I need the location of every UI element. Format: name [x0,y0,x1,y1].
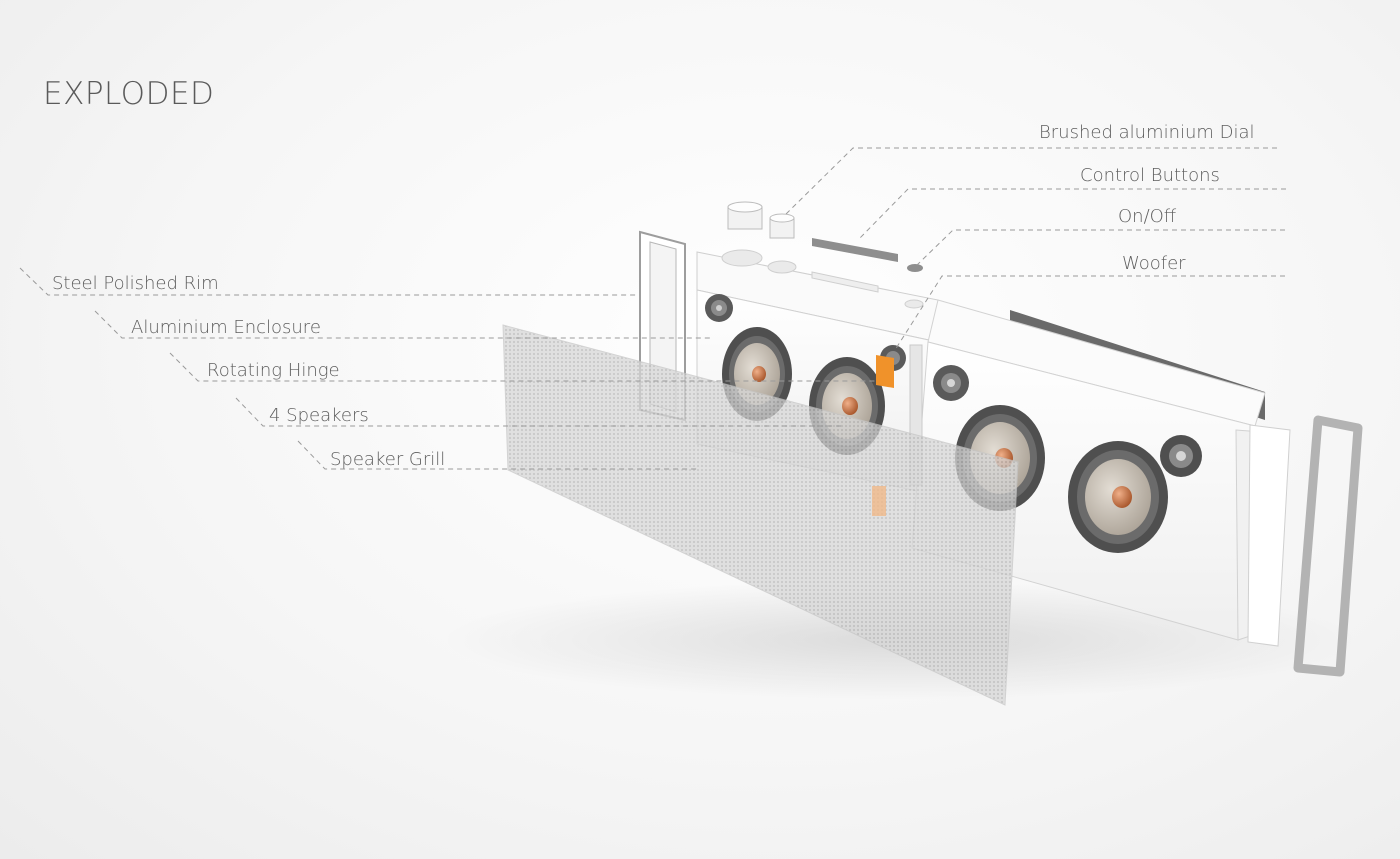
control-buttons-strip [812,238,898,262]
brushed-dial [727,201,795,239]
on-off-button [907,264,923,272]
tweeter-right-2 [1160,435,1202,477]
speaker-4 [1068,441,1168,553]
label-aluminium-enclosure: Aluminium Enclosure [131,317,321,338]
grill-clip [872,486,886,516]
page-title: EXPLODED [43,76,215,112]
label-rotating-hinge: Rotating Hinge [207,360,340,381]
label-on-off: On/Off [1118,206,1177,227]
tweeter-left [705,294,733,322]
steel-rim-right [1293,415,1363,677]
label-brushed-dial: Brushed aluminium Dial [1039,122,1255,143]
label-control-buttons: Control Buttons [1080,165,1220,186]
speaker-grill [502,324,1019,706]
end-cap-right [1247,424,1291,647]
leader-lines [19,147,1286,470]
rotating-hinge [876,355,894,388]
label-steel-rim: Steel Polished Rim [52,273,219,294]
label-speaker-grill: Speaker Grill [330,449,446,470]
label-woofer: Woofer [1122,253,1186,274]
tweeter-right-1 [933,365,969,401]
label-4-speakers: 4 Speakers [269,405,369,426]
